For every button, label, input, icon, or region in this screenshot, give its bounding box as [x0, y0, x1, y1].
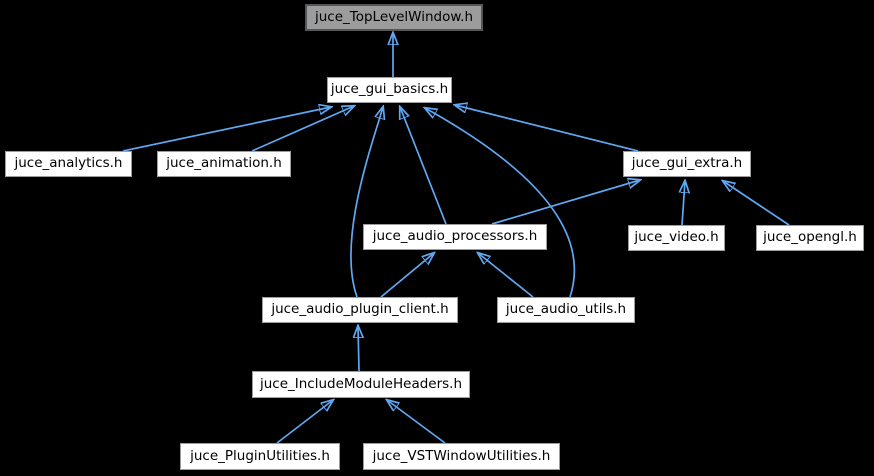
- edge-juce-includemoduleheaders-to-juce-audio-plugin-client: [358, 326, 359, 372]
- node-juce-audio-utils-h[interactable]: juce_audio_utils.h: [497, 297, 635, 323]
- edge-juce-animation-to-juce-gui-basics: [251, 106, 354, 152]
- edge-juce-audio-utils-to-juce-gui-basics: [425, 108, 576, 298]
- edge-juce-pluginutilities-to-juce-includemoduleheaders: [276, 400, 333, 444]
- edge-juce-opengl-to-juce-gui-extra: [723, 181, 790, 226]
- node-juce-opengl-h[interactable]: juce_opengl.h: [756, 225, 864, 251]
- edge-juce-audio-plugin-client-to-juce-audio-processors: [380, 253, 434, 298]
- edge-juce-gui-extra-to-juce-gui-basics: [455, 105, 639, 152]
- node-juce-video-h[interactable]: juce_video.h: [628, 225, 725, 251]
- node-juce-pluginutilities-h[interactable]: juce_PluginUtilities.h: [180, 443, 340, 470]
- node-juce-analytics-h[interactable]: juce_analytics.h: [5, 151, 132, 177]
- edge-juce-audio-processors-to-juce-gui-basics: [400, 107, 447, 225]
- node-juce-vstwindowutilities-h[interactable]: juce_VSTWindowUtilities.h: [363, 443, 560, 470]
- edge-juce-analytics-to-juce-gui-basics: [122, 107, 331, 152]
- node-juce-gui-extra-h[interactable]: juce_gui_extra.h: [623, 151, 751, 177]
- node-juce-audio-plugin-client-h[interactable]: juce_audio_plugin_client.h: [262, 297, 458, 323]
- edge-juce-audio-processors-to-juce-gui-extra: [491, 180, 640, 225]
- node-juce-includemoduleheaders-h[interactable]: juce_IncludeModuleHeaders.h: [252, 371, 470, 398]
- node-juce-toplevelwindow-h: juce_TopLevelWindow.h: [305, 4, 483, 31]
- edge-juce-audio-plugin-client-to-juce-gui-basics: [350, 107, 383, 298]
- node-juce-gui-basics-h[interactable]: juce_gui_basics.h: [327, 77, 452, 103]
- edge-juce-video-to-juce-gui-extra: [682, 181, 685, 226]
- edge-juce-audio-utils-to-juce-audio-processors: [478, 253, 534, 298]
- edge-juce-vstwindowutilities-to-juce-includemoduleheaders: [387, 400, 446, 444]
- node-juce-audio-processors-h[interactable]: juce_audio_processors.h: [363, 224, 547, 250]
- node-juce-animation-h[interactable]: juce_animation.h: [157, 151, 291, 177]
